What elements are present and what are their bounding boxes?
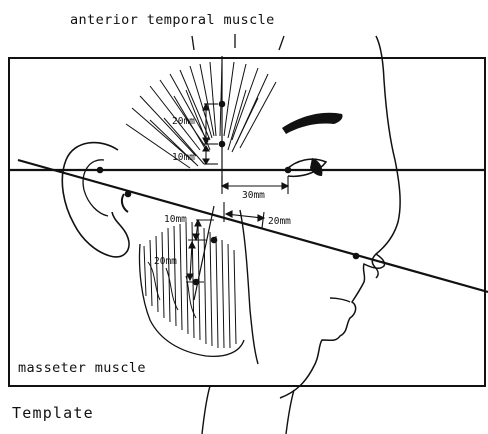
jaw-line xyxy=(240,210,258,364)
skull-outline xyxy=(372,36,400,278)
masseter-muscle-hatching xyxy=(144,222,236,348)
orbit-point xyxy=(285,167,292,174)
temporal-point-lower xyxy=(219,141,226,148)
temporal-point-upper xyxy=(219,101,226,108)
masseter-point-lower xyxy=(193,279,200,286)
throat-line xyxy=(286,390,294,434)
masseter-muscle-label: masseter muscle xyxy=(18,360,146,376)
masseter-point-upper xyxy=(211,237,218,244)
temporal-lower-dimension xyxy=(203,146,218,164)
ear-outline xyxy=(62,143,129,257)
horizontal-eye-mm-label: 30mm xyxy=(242,190,265,201)
oblique-reference-line xyxy=(18,160,488,292)
ear-inner xyxy=(83,160,108,216)
mouth-line xyxy=(330,298,350,302)
template-frame xyxy=(9,58,485,386)
masseter-lower-mm-label: 20mm xyxy=(154,256,177,267)
eyebrow xyxy=(282,113,343,134)
temporal-upper-mm-label: 20mm xyxy=(172,116,195,127)
temporal-upper-dimension xyxy=(203,104,218,144)
masseter-lower-dimension xyxy=(186,240,206,282)
masseter-offset-mm-label: 20mm xyxy=(268,216,291,227)
anterior-temporal-muscle-label: anterior temporal muscle xyxy=(70,12,275,28)
nose-point xyxy=(353,253,360,260)
neck-line xyxy=(202,386,210,434)
temporal-lower-mm-label: 10mm xyxy=(172,152,195,163)
template-caption: Template xyxy=(12,404,94,422)
temporal-guide-ticks xyxy=(192,34,284,50)
temporal-muscle-hatching xyxy=(126,62,276,168)
face-profile xyxy=(280,254,385,398)
ear-canal-point xyxy=(125,191,132,198)
tragus-point xyxy=(97,167,104,174)
masseter-upper-mm-label: 10mm xyxy=(164,214,187,225)
